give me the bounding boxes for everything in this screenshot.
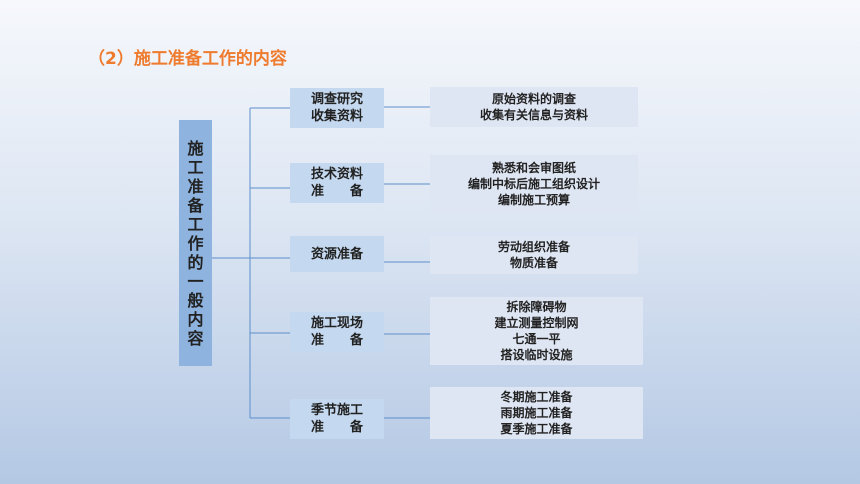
branch-node-site: 施工现场 准 备 [290,312,384,352]
root-char: 般 [187,290,204,310]
detail-box-seasonal: 冬期施工准备 雨期施工准备 夏季施工准备 [430,387,643,439]
detail-line: 雨期施工准备 [500,406,573,420]
page-title: （2）施工准备工作的内容 [88,49,287,69]
branch-label-line: 施工现场 [310,316,363,331]
branch-label-line: 准 备 [310,420,363,435]
root-char: 工 [187,157,204,177]
detail-line: 收集有关信息与资料 [479,108,588,122]
branch-node-survey: 调查研究 收集资料 [290,88,384,128]
branch-node-resources: 资源准备 [290,236,384,272]
branch-label-line: 资源准备 [310,246,363,262]
root-char: 作 [187,233,204,253]
root-char: 的 [187,252,204,272]
root-char: 备 [187,195,204,215]
root-char: 施 [187,138,204,158]
branch-label-line: 准 备 [310,184,363,199]
root-char: 准 [187,176,204,196]
root-char: 工 [187,214,204,234]
detail-line: 冬期施工准备 [500,390,573,404]
detail-line: 原始资料的调查 [491,92,576,106]
root-char: 容 [187,328,204,348]
detail-box-survey: 原始资料的调查 收集有关信息与资料 [430,87,638,127]
detail-line: 熟悉和会审图纸 [491,161,576,175]
detail-line: 劳动组织准备 [497,240,570,254]
detail-line: 编制中标后施工组织设计 [467,177,600,191]
detail-line: 建立测量控制网 [494,316,579,330]
root-node: 施 工 准 备 工 作 的 一 般 内 容 [179,120,212,366]
detail-line: 七通一平 [512,332,561,346]
detail-line: 拆除障碍物 [506,300,567,314]
branch-label-line: 季节施工 [310,403,363,418]
branch-node-seasonal: 季节施工 准 备 [290,399,384,439]
branch-label-line: 调查研究 [310,92,363,107]
branch-label-line: 技术资料 [310,167,363,182]
detail-line: 编制施工预算 [497,193,570,207]
detail-line: 搭设临时设施 [500,348,573,362]
branch-node-technical: 技术资料 准 备 [290,163,384,203]
detail-line: 物质准备 [509,256,558,270]
branch-label-line: 准 备 [310,333,363,348]
detail-box-technical: 熟悉和会审图纸 编制中标后施工组织设计 编制施工预算 [430,155,638,213]
root-char: 内 [187,309,204,329]
root-char: 一 [187,271,204,291]
branch-label-line: 收集资料 [310,109,363,124]
detail-box-resources: 劳动组织准备 物质准备 [430,236,638,274]
detail-box-site: 拆除障碍物 建立测量控制网 七通一平 搭设临时设施 [430,297,643,365]
detail-line: 夏季施工准备 [500,422,573,436]
